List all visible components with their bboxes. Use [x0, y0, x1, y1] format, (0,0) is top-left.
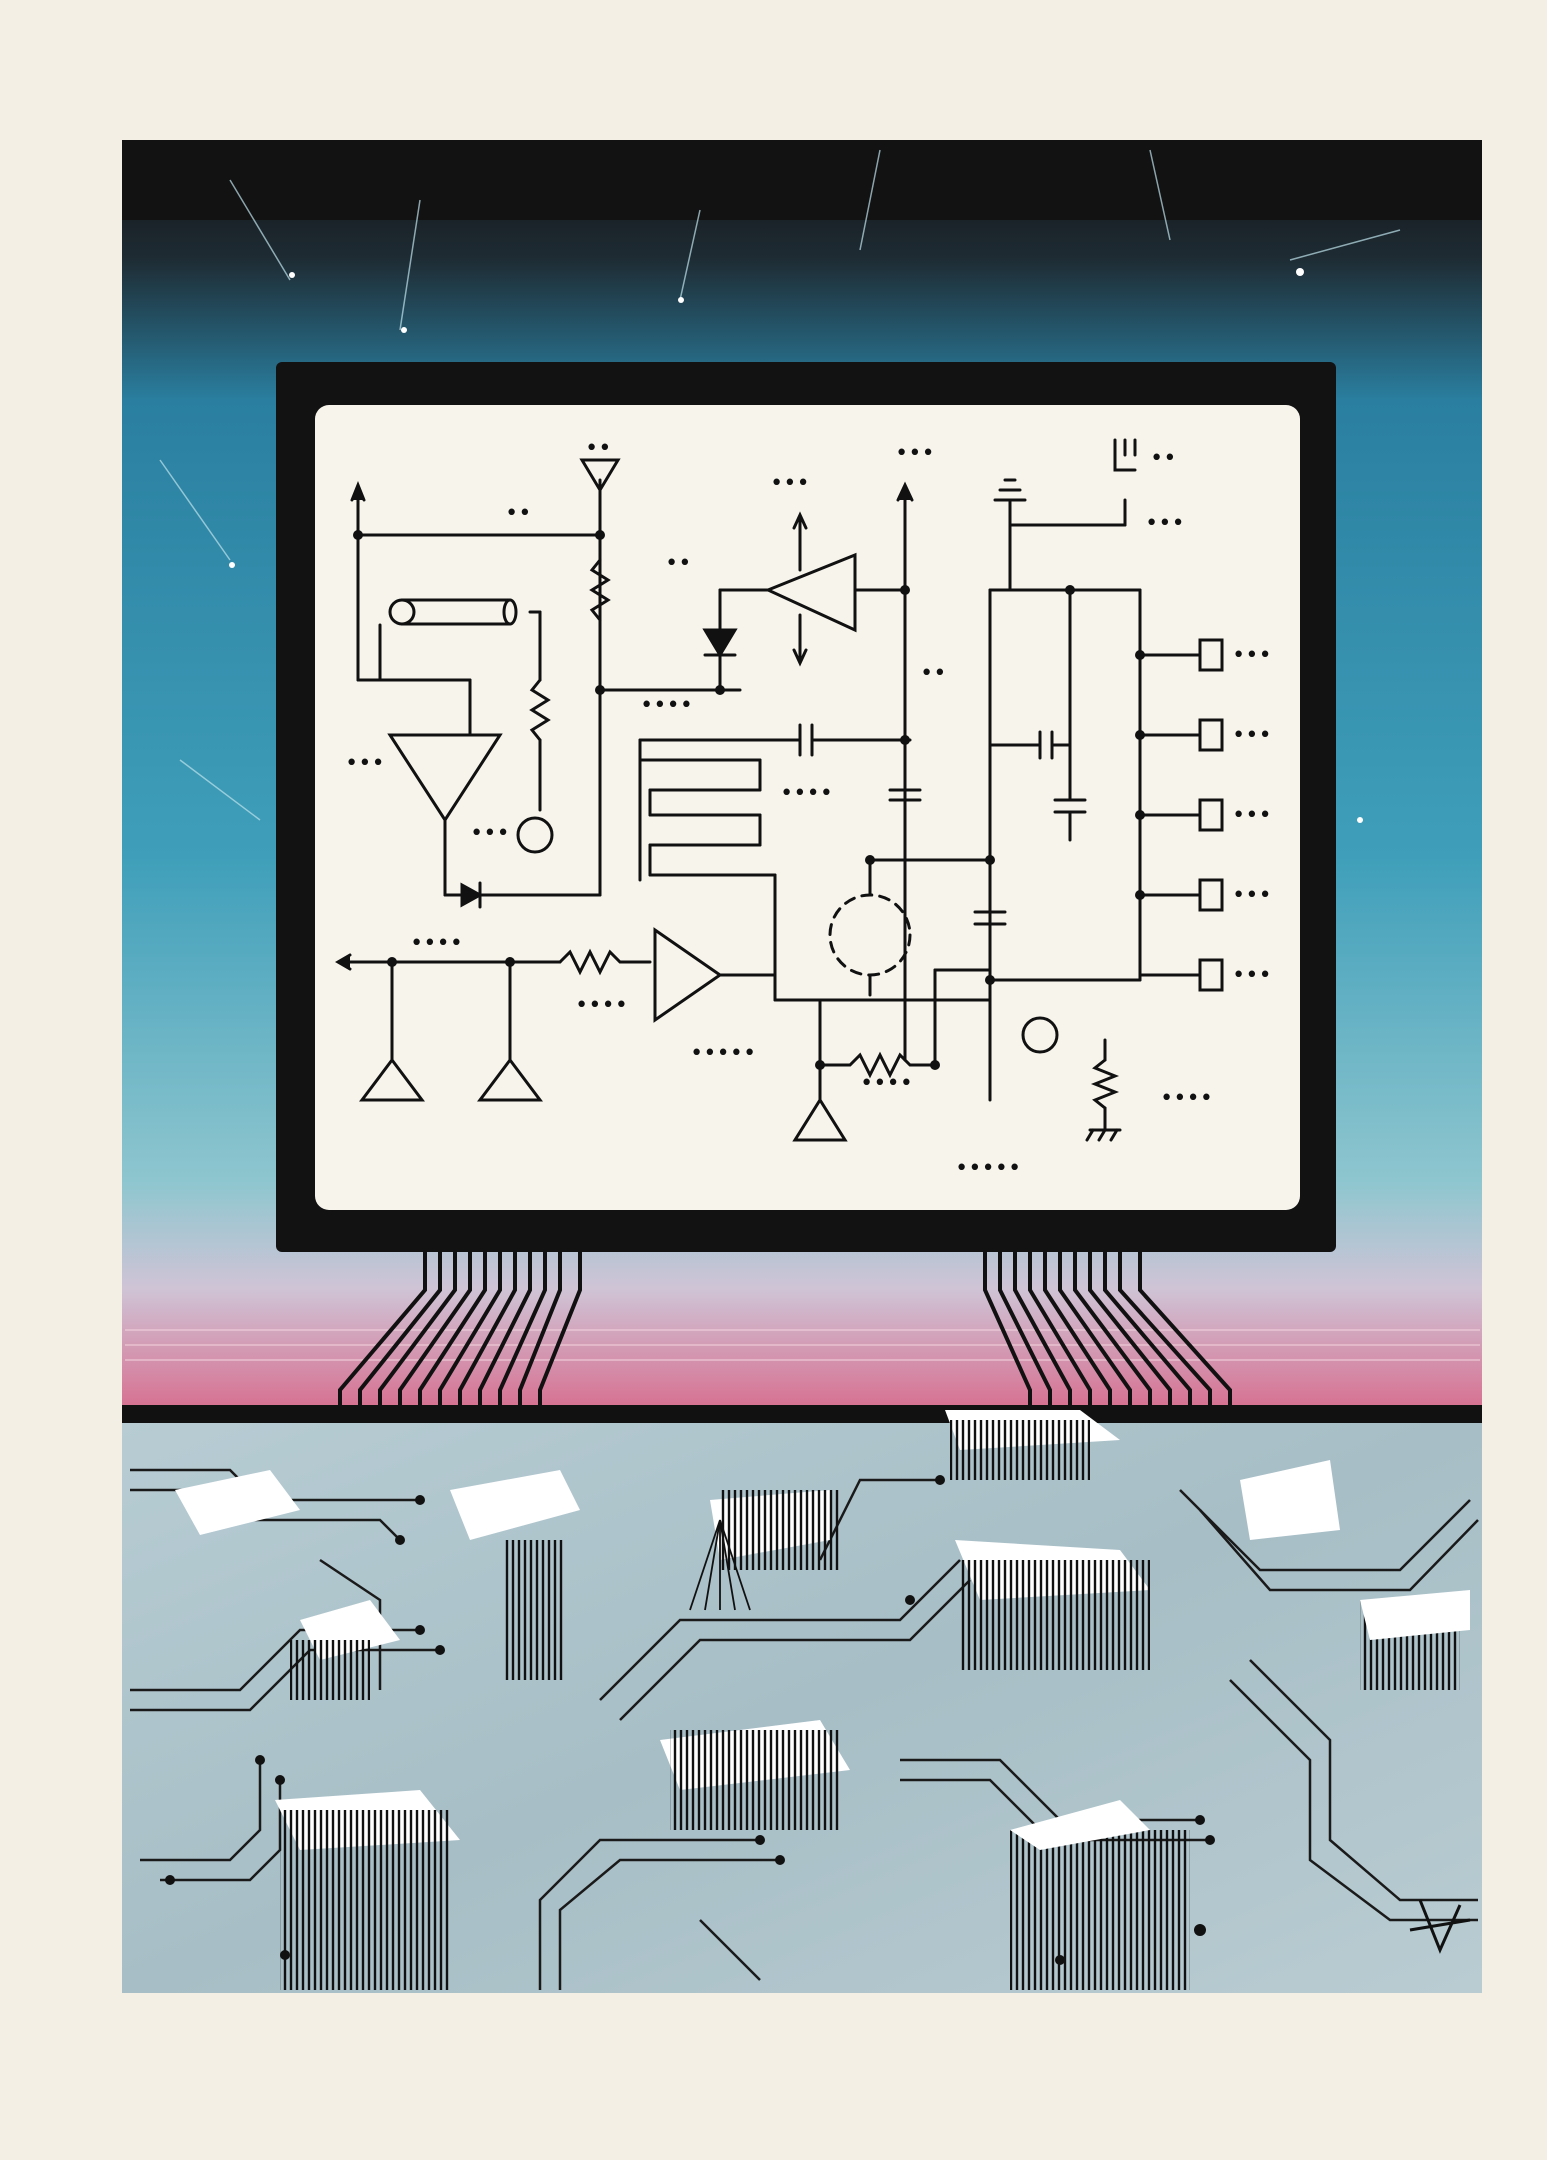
svg-text:••: ••	[920, 661, 947, 686]
sky-sparkles	[159, 149, 1401, 821]
svg-text:••: ••	[505, 501, 532, 526]
board-edge	[122, 1405, 1482, 1423]
circuit-schematic-icon	[335, 438, 1224, 1142]
svg-text:••••: ••••	[780, 781, 833, 806]
svg-text:•••: •••	[1145, 511, 1185, 536]
svg-text:••: ••	[585, 436, 612, 461]
monitor-icon	[276, 362, 1336, 1252]
svg-text:•••: •••	[1232, 803, 1272, 828]
svg-text:••: ••	[665, 551, 692, 576]
svg-text:••••: ••••	[640, 693, 693, 718]
svg-text:•••: •••	[1232, 643, 1272, 668]
monitor-cables	[338, 1252, 1232, 1405]
svg-text:•••••: •••••	[690, 1041, 756, 1066]
svg-text:••••: ••••	[860, 1071, 913, 1096]
svg-text:••••: ••••	[410, 931, 463, 956]
svg-text:•••••: •••••	[955, 1156, 1021, 1181]
schematic-dots: ••• ••• •• •• •• •••• •••• •••• ••••• ••…	[345, 436, 1272, 1181]
svg-text:••••: ••••	[575, 993, 628, 1018]
svg-text:•••: •••	[895, 441, 935, 466]
horizon-lines	[125, 1329, 1480, 1361]
svg-text:••••: ••••	[1160, 1086, 1213, 1111]
svg-text:••: ••	[1150, 446, 1177, 471]
artist-signature-icon	[1409, 1899, 1471, 1954]
svg-text:•••: •••	[770, 471, 810, 496]
fan-lines	[689, 1519, 751, 1611]
svg-text:•••: •••	[470, 821, 510, 846]
circuit-board-icon	[122, 1410, 1482, 1993]
svg-text:•••: •••	[1232, 723, 1272, 748]
svg-text:•••: •••	[345, 751, 385, 776]
svg-text:•••: •••	[1232, 883, 1272, 908]
svg-text:•••: •••	[1232, 963, 1272, 988]
